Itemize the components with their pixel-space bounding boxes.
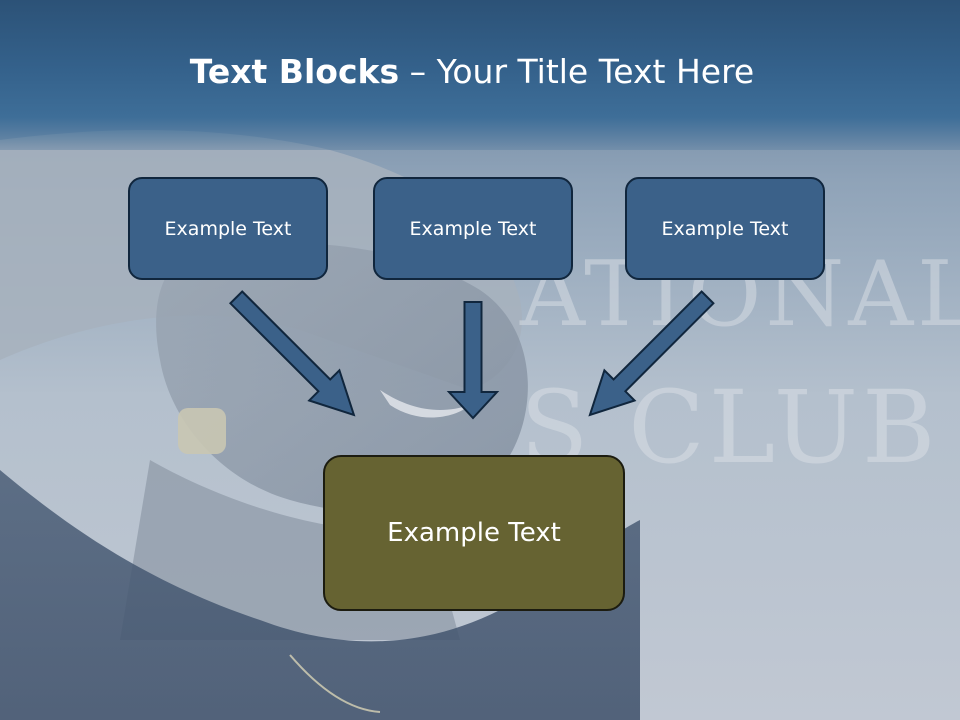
title-rest: Your Title Text Here <box>436 52 755 91</box>
text-block-bottom-label: Example Text <box>387 518 561 548</box>
text-block-bottom[interactable]: Example Text <box>323 455 625 611</box>
text-block-left-label: Example Text <box>164 217 292 240</box>
necklace-shape <box>289 654 381 713</box>
earring-shape <box>178 408 226 454</box>
text-block-right-label: Example Text <box>661 217 789 240</box>
text-block-center[interactable]: Example Text <box>373 177 573 280</box>
slide-title: Text Blocks – Your Title Text Here <box>0 52 944 91</box>
jacket-shape <box>0 470 640 720</box>
title-band <box>0 0 960 150</box>
title-separator: – <box>399 52 437 91</box>
text-block-center-label: Example Text <box>409 217 537 240</box>
title-bold-part: Text Blocks <box>189 52 400 91</box>
text-block-right[interactable]: Example Text <box>625 177 825 280</box>
text-block-left[interactable]: Example Text <box>128 177 328 280</box>
